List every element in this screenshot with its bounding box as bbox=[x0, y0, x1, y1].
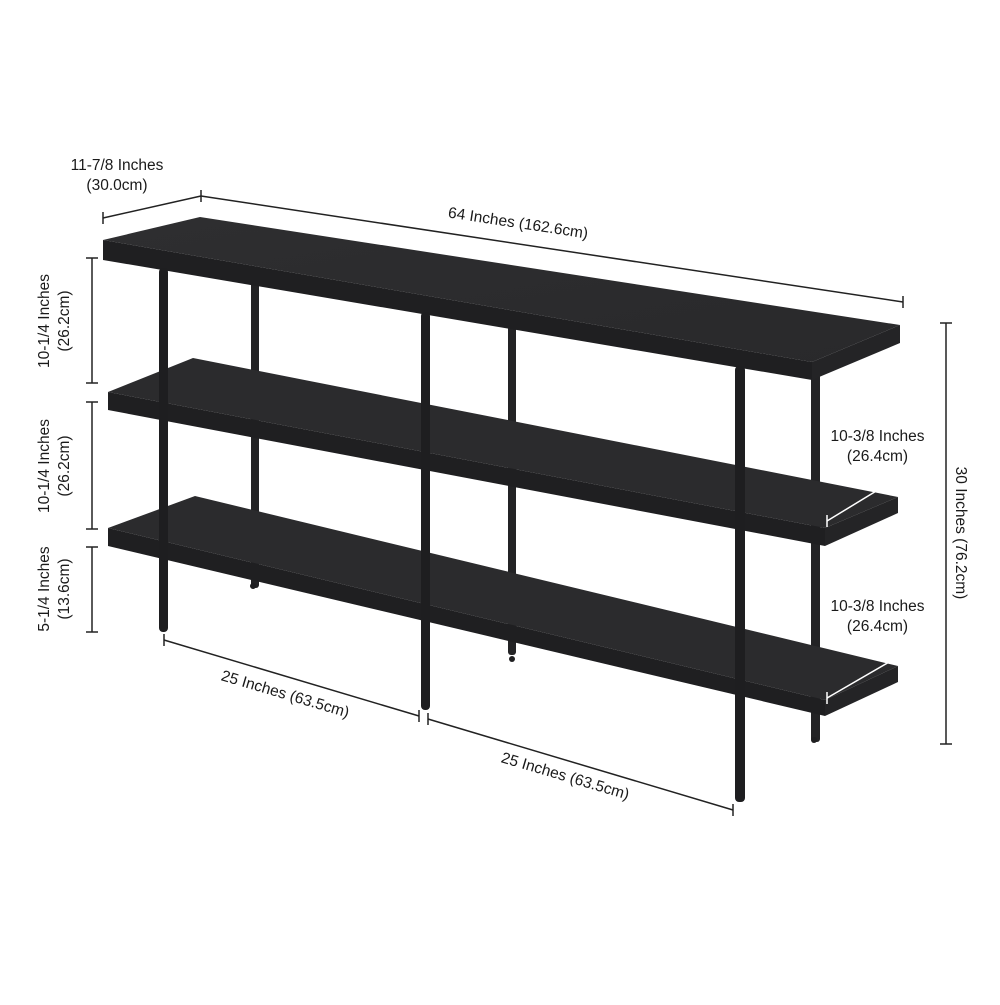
leg-front-right bbox=[735, 366, 745, 802]
middle-shelf bbox=[108, 358, 898, 546]
depth-dimension-line bbox=[102, 195, 202, 219]
shelf-depth-lines bbox=[826, 473, 897, 704]
gap-bottom-label: 5-1/4 Inches (13.6cm) bbox=[36, 546, 73, 632]
depth-label: 11-7/8 Inches (30.0cm) bbox=[70, 157, 164, 194]
leg-front-middle bbox=[421, 312, 430, 710]
gap-top-label: 10-1/4 Inches (26.2cm) bbox=[36, 274, 73, 368]
bottom-shelf bbox=[108, 496, 898, 743]
leg-span-right-dimension-line bbox=[427, 718, 734, 811]
gap-middle-label: 10-1/4 Inches (26.2cm) bbox=[36, 419, 73, 513]
height-label: 30 Inches (76.2cm) bbox=[952, 466, 969, 600]
dimension-lines bbox=[86, 190, 952, 816]
top-shelf bbox=[103, 217, 900, 380]
front-legs bbox=[159, 268, 745, 802]
leg-span-left-dimension-line bbox=[163, 639, 420, 717]
width-dimension-line bbox=[200, 195, 904, 303]
shelf-depth-middle-label: 10-3/8 Inches (26.4cm) bbox=[830, 428, 925, 465]
leg-front-left bbox=[159, 268, 168, 632]
shelf-depth-bottom-label: 10-3/8 Inches (26.4cm) bbox=[830, 598, 925, 635]
